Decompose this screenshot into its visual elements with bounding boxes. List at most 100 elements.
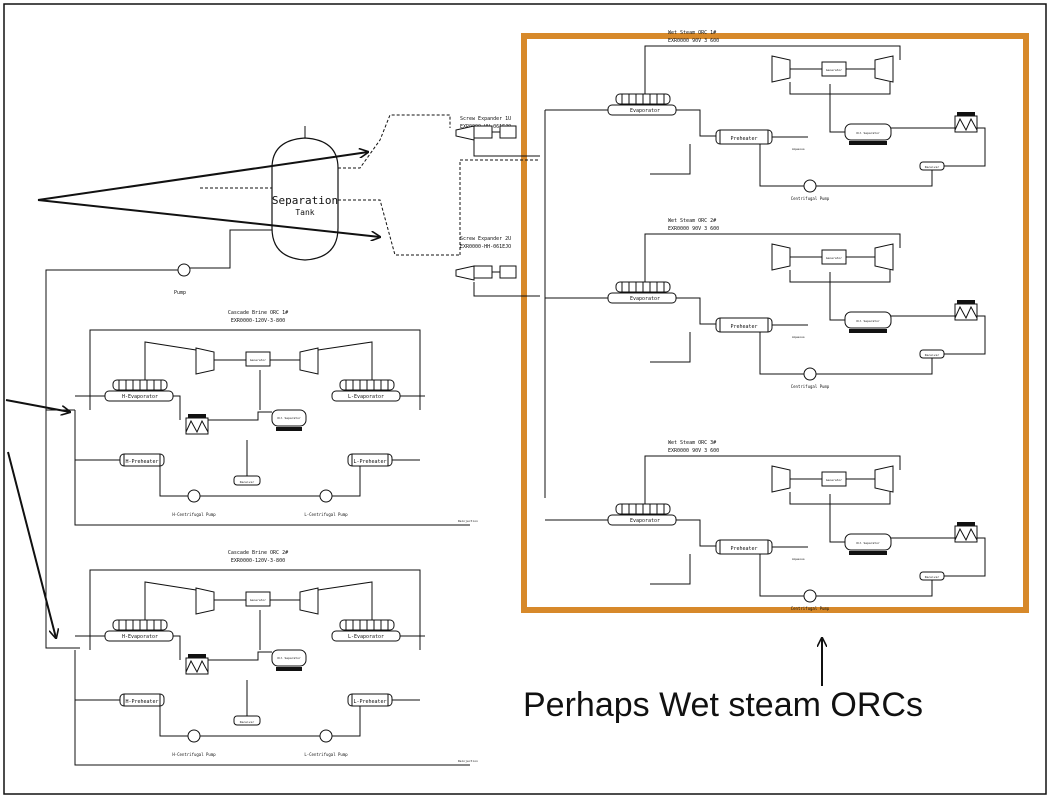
wet-orc-model: EXR0000 90V 3 600 (668, 38, 719, 44)
brine-line-to-pump (190, 230, 272, 268)
wet-steam-orc-group: Wet Steam ORC 1#EXR0000 90V 3 600Generat… (545, 30, 985, 611)
l-evaporator-label: L-Evaporator (348, 394, 384, 400)
oil-separator-label: Oil Separator (277, 416, 301, 420)
centrifugal-pump-label: Centrifugal Pump (791, 196, 830, 201)
cascade-orc-model: EXR0000-120V-3-800 (231, 318, 285, 324)
steam-line-2 (338, 200, 460, 255)
generator-label: Generator (250, 358, 266, 362)
h-centrifugal-pump-icon (188, 490, 200, 502)
oil-separator-label: Oil Separator (856, 541, 880, 545)
preheater-label: Preheater (730, 324, 757, 330)
l-centrifugal-pump-icon (320, 490, 332, 502)
wet-orc-highlight-box (524, 36, 1026, 610)
cascade-orc-1: Cascade Brine ORC 1# EXR0000-120V-3-800Ge… (75, 310, 478, 525)
oil-separator-label: Oil Separator (856, 319, 880, 323)
generator-label: Generator (250, 598, 266, 602)
svg-text:Screw Expander 2U: Screw Expander 2U (460, 236, 511, 242)
wet-steam-orc-2: Wet Steam ORC 2# EXR0000 90V 3 600Generat… (545, 218, 985, 389)
h-centrifugal-pump-label: H-Centrifugal Pump (172, 512, 216, 517)
l-centrifugal-pump-label: L-Centrifugal Pump (304, 512, 348, 517)
turbine-right-icon (300, 588, 318, 614)
screw-expander-1: Screw Expander 1U EXR0000-HH-061EJO (456, 116, 540, 156)
h-evaporator-label: H-Evaporator (122, 394, 158, 400)
receiver-label: Receiver (240, 720, 255, 724)
oil-separator-label: Oil Separator (277, 656, 301, 660)
centrifugal-pump-icon (804, 590, 816, 602)
l-evaporator-label: L-Evaporator (348, 634, 384, 640)
receiver-label: Receiver (240, 480, 255, 484)
centrifugal-pump-icon (804, 368, 816, 380)
turbine-left-icon (196, 588, 214, 614)
cascade-orc-title: Cascade Brine ORC 1# (228, 310, 288, 316)
centrifugal-pump-icon (804, 180, 816, 192)
l-centrifugal-pump-icon (320, 730, 332, 742)
h-evaporator-label: H-Evaporator (122, 634, 158, 640)
preheater-label: Preheater (730, 136, 757, 142)
l-preheater-label: L-Preheater (353, 459, 386, 465)
h-preheater-label: H-Preheater (125, 699, 158, 705)
wet-orc-model: EXR0000 90V 3 600 (668, 226, 719, 232)
cascade-orc-2: Cascade Brine ORC 2# EXR0000-120V-3-800Ge… (75, 550, 478, 765)
h-centrifugal-pump-label: H-Centrifugal Pump (172, 752, 216, 757)
screw-expander-2: Screw Expander 2U EXR0000-HH-061EJO (456, 236, 540, 296)
wet-orc-title: Wet Steam ORC 2# (668, 218, 716, 224)
cascade-orc-group: Cascade Brine ORC 1#EXR0000-120V-3-800Ge… (75, 310, 478, 765)
air-condenser-icon (955, 522, 977, 542)
centrifugal-pump-label: Centrifugal Pump (791, 606, 830, 611)
oil-separator-icon (272, 410, 306, 431)
wet-steam-orc-1: Wet Steam ORC 1#EXR0000 90V 3 600Generat… (545, 30, 985, 201)
brine-pump-label: Pump (174, 290, 186, 296)
separation-tank: Separation Tank (272, 126, 338, 260)
outlet-label: Aqueous (792, 335, 805, 339)
generator-label: Generator (826, 256, 842, 260)
preheater-label: Preheater (730, 546, 757, 552)
centrifugal-pump-label: Centrifugal Pump (791, 384, 830, 389)
h-centrifugal-pump-icon (188, 730, 200, 742)
reinjection-label: Reinjection (458, 759, 478, 763)
turbine-right-icon (875, 244, 893, 270)
cascade-orc-model: EXR0000-120V-3-800 (231, 558, 285, 564)
turbine-right-icon (300, 348, 318, 374)
annotation-arrows (6, 152, 822, 686)
cascade-orc-title: Cascade Brine ORC 2# (228, 550, 288, 556)
generator-label: Generator (826, 478, 842, 482)
receiver-label: Receiver (925, 353, 940, 357)
wet-orc-model: EXR0000 90V 3 600 (668, 448, 719, 454)
turbine-left-icon (772, 56, 790, 82)
generator-label: Generator (826, 68, 842, 72)
separation-tank-sublabel: Tank (295, 208, 314, 217)
air-condenser-icon (186, 414, 208, 434)
arrow-to-cascade-orc-1 (6, 400, 70, 412)
l-preheater-label: L-Preheater (353, 699, 386, 705)
steam-line-1 (338, 115, 450, 168)
brine-pump: Pump (174, 264, 190, 296)
evaporator-label: Evaporator (630, 296, 660, 302)
svg-text:EXR0000-HH-061EJO: EXR0000-HH-061EJO (460, 244, 511, 250)
reinjection-label: Reinjection (458, 519, 478, 523)
l-centrifugal-pump-label: L-Centrifugal Pump (304, 752, 348, 757)
separation-tank-label: Separation (272, 194, 338, 207)
caption-text: Perhaps Wet steam ORCs (523, 686, 923, 725)
air-condenser-icon (186, 654, 208, 674)
arrow-to-cascade-orc-2 (8, 452, 56, 638)
turbine-left-icon (196, 348, 214, 374)
outlet-label: Aqueous (792, 147, 805, 151)
wet-orc-title: Wet Steam ORC 3# (668, 440, 716, 446)
turbine-left-icon (772, 466, 790, 492)
evaporator-label: Evaporator (630, 108, 660, 114)
oil-separator-label: Oil Separator (856, 131, 880, 135)
turbine-left-icon (772, 244, 790, 270)
air-condenser-icon (955, 112, 977, 132)
air-condenser-icon (955, 300, 977, 320)
oil-separator-icon (272, 650, 306, 671)
evaporator-label: Evaporator (630, 518, 660, 524)
receiver-label: Receiver (925, 575, 940, 579)
receiver-label: Receiver (925, 165, 940, 169)
turbine-right-icon (875, 56, 893, 82)
svg-text:Screw Expander 1U: Screw Expander 1U (460, 116, 511, 122)
wet-steam-orc-3: Wet Steam ORC 3# EXR0000 90V 3 600Generat… (545, 440, 985, 611)
outlet-label: Aqueous (792, 557, 805, 561)
h-preheater-label: H-Preheater (125, 459, 158, 465)
